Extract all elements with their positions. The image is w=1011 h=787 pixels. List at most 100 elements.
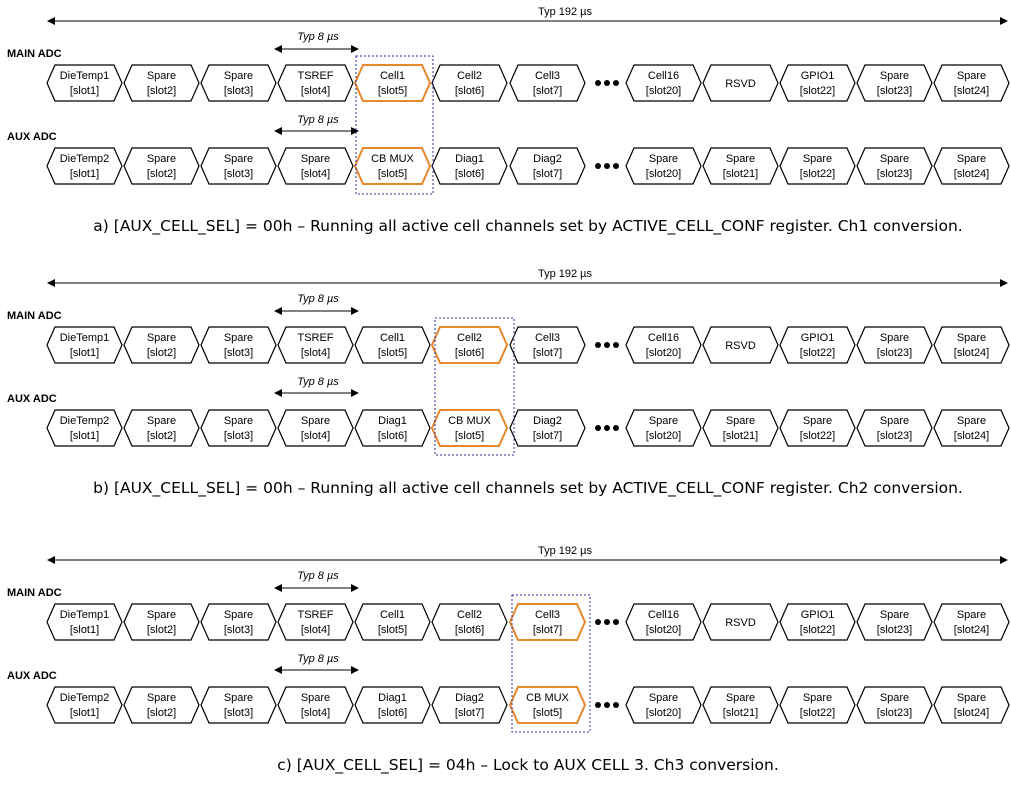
slot-number: [slot7]	[533, 347, 562, 359]
slot-name: Cell2	[457, 70, 482, 82]
conversion-highlight-box	[511, 594, 591, 733]
slot-name: RSVD	[725, 617, 756, 629]
slot-dietemp1: DieTemp1[slot1]	[46, 603, 123, 641]
slot-rsvd: RSVD	[702, 603, 779, 641]
slot-number: [slot5]	[455, 430, 484, 442]
slot-cell16: Cell16[slot20]	[625, 64, 702, 102]
ellipsis-dots	[595, 425, 619, 431]
slot-hexagon	[702, 603, 779, 641]
panel-a: Typ 192 µs Typ 8 µs MAIN ADC DieTemp1[sl…	[7, 6, 1010, 236]
slot-hexagon	[779, 409, 856, 447]
slot-number: [slot6]	[455, 347, 484, 359]
slot-hexagon	[933, 326, 1010, 364]
slot-cell2: Cell2[slot6]	[431, 603, 508, 641]
slot-number: [slot20]	[646, 624, 681, 636]
slot-number: [slot3]	[224, 624, 253, 636]
slot-name: Spare	[880, 153, 909, 165]
slot-spare: Spare[slot24]	[933, 603, 1010, 641]
slot-number: [slot20]	[646, 707, 681, 719]
slot-hexagon	[625, 326, 702, 364]
conversion-highlight-box	[355, 55, 434, 195]
slot-time-label: Typ 8 µs	[297, 293, 339, 305]
slot-name: RSVD	[725, 78, 756, 90]
slot-hexagon	[933, 64, 1010, 102]
slot-spare: Spare[slot2]	[123, 326, 200, 364]
slot-gpio1: GPIO1[slot22]	[779, 603, 856, 641]
slot-name: DieTemp1	[60, 609, 110, 621]
ellipsis-dots	[595, 619, 619, 625]
slot-hexagon	[856, 686, 933, 724]
slot-name: DieTemp1	[60, 70, 110, 82]
slot-name: CB MUX	[448, 415, 491, 427]
slot-hexagon	[200, 64, 277, 102]
slot-name: Spare	[880, 609, 909, 621]
slot-spare: Spare[slot4]	[277, 147, 354, 185]
slot-number: [slot22]	[800, 430, 835, 442]
slot-hexagon	[702, 326, 779, 364]
slot-name: Spare	[147, 153, 176, 165]
slot-cb-mux: CB MUX [slot5]	[430, 409, 509, 447]
slot-time-label-aux: Typ 8 µs	[297, 653, 339, 665]
slot-hexagon	[625, 64, 702, 102]
slot-hexagon	[702, 409, 779, 447]
slot-spare: Spare[slot20]	[625, 409, 702, 447]
slot-name: Spare	[147, 692, 176, 704]
slot-spare: Spare[slot21]	[702, 409, 779, 447]
slot-hexagon	[856, 147, 933, 185]
slot-number: [slot2]	[147, 85, 176, 97]
slot-spare: Spare[slot4]	[277, 409, 354, 447]
slot-dietemp1: DieTemp1[slot1]	[46, 326, 123, 364]
slot-number: [slot6]	[378, 430, 407, 442]
slot-name: CB MUX	[526, 692, 569, 704]
slot-name: GPIO1	[801, 70, 835, 82]
slot-name: Cell16	[648, 70, 679, 82]
slot-name: Spare	[301, 692, 330, 704]
ellipsis-dot	[613, 163, 619, 169]
slot-number: [slot4]	[301, 624, 330, 636]
ellipsis-dot	[595, 342, 601, 348]
ellipsis-dot	[604, 619, 610, 625]
main-adc-sequence: DieTemp1[slot1]Spare[slot2]Spare[slot3]T…	[46, 326, 1010, 364]
slot-tsref: TSREF[slot4]	[277, 64, 354, 102]
slot-hexagon	[933, 603, 1010, 641]
slot-spare: Spare[slot23]	[856, 409, 933, 447]
slot-spare: Spare[slot23]	[856, 326, 933, 364]
aux-adc-sequence: DieTemp2[slot1]Spare[slot2]Spare[slot3]S…	[46, 686, 1010, 724]
slot-name: Spare	[880, 332, 909, 344]
slot-number: [slot6]	[378, 707, 407, 719]
slot-spare: Spare[slot3]	[200, 147, 277, 185]
slot-number: [slot22]	[800, 347, 835, 359]
slot-name: Cell1	[380, 609, 405, 621]
slot-name: Spare	[803, 692, 832, 704]
ellipsis-dots	[595, 702, 619, 708]
slot-number: [slot5]	[378, 347, 407, 359]
slot-hexagon	[625, 409, 702, 447]
slot-number: [slot5]	[378, 168, 407, 180]
slot-spare: Spare[slot22]	[779, 409, 856, 447]
slot-number: [slot5]	[533, 707, 562, 719]
slot-hexagon	[354, 603, 431, 641]
slot-cell1: Cell1[slot5]	[354, 603, 431, 641]
ellipsis-dot	[613, 702, 619, 708]
slot-hexagon	[509, 326, 586, 364]
slot-name: Spare	[726, 415, 755, 427]
slot-name: Spare	[224, 70, 253, 82]
slot-name: Diag1	[378, 692, 407, 704]
slot-rsvd: RSVD	[702, 326, 779, 364]
slot-hexagon	[200, 326, 277, 364]
slot-spare: Spare[slot24]	[933, 686, 1010, 724]
slot-name: GPIO1	[801, 332, 835, 344]
slot-hexagon	[702, 686, 779, 724]
slot-hexagon	[200, 603, 277, 641]
slot-name: Diag1	[378, 415, 407, 427]
total-time-label: Typ 192 µs	[538, 6, 593, 18]
slot-number: [slot6]	[455, 168, 484, 180]
slot-spare: Spare[slot20]	[625, 686, 702, 724]
slot-hexagon	[277, 409, 354, 447]
slot-name: Spare	[880, 70, 909, 82]
slot-name: Cell2	[457, 609, 482, 621]
slot-diag2: Diag2[slot7]	[509, 409, 586, 447]
slot-number: [slot23]	[877, 85, 912, 97]
slot-cell3: Cell3[slot7]	[509, 64, 586, 102]
slot-hexagon	[46, 409, 123, 447]
